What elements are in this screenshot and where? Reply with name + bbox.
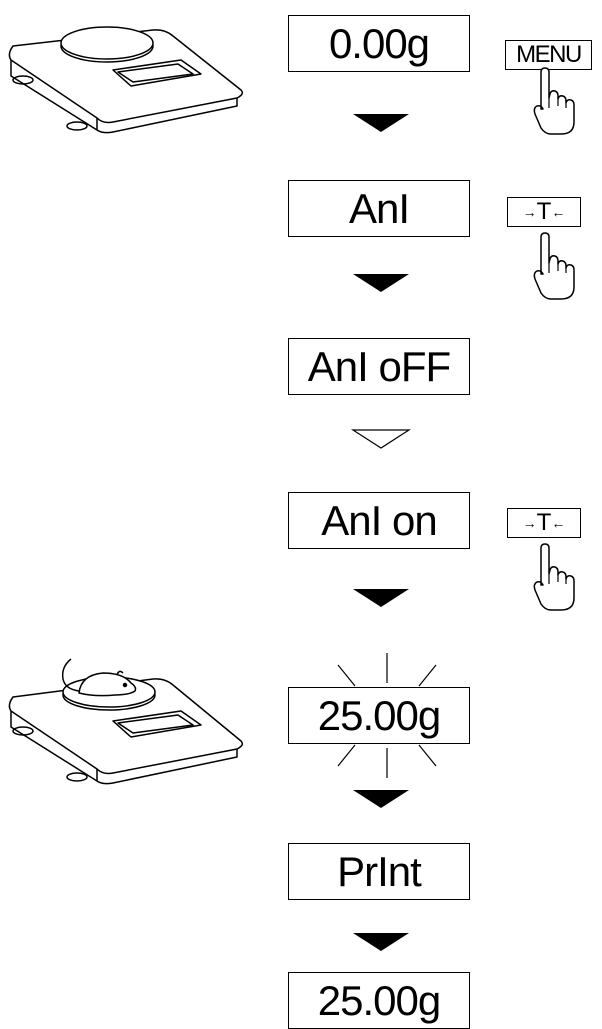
tare-key[interactable]: → T ← <box>507 197 581 227</box>
arrow-down-icon <box>353 790 409 808</box>
display-step-6: PrInt <box>288 843 470 900</box>
display-step-2: AnI <box>288 180 470 237</box>
tare-letter: T <box>536 509 552 536</box>
balance-with-mouse-icon <box>8 658 244 785</box>
balance-empty-icon <box>8 26 244 134</box>
arrow-down-icon <box>353 933 409 951</box>
arrow-down-icon <box>353 114 409 132</box>
arrow-down-icon <box>353 274 409 292</box>
menu-key-label: MENU <box>516 41 582 68</box>
tare-left-arrow-icon: → <box>522 515 537 531</box>
tare-key[interactable]: → T ← <box>507 508 581 538</box>
pointing-hand-icon <box>533 232 575 300</box>
tare-right-arrow-icon: ← <box>551 204 566 220</box>
arrow-down-icon <box>353 589 409 607</box>
display-step-3: AnI oFF <box>288 338 470 395</box>
arrow-down-outline-icon <box>350 429 412 449</box>
tare-left-arrow-icon: → <box>522 204 537 220</box>
display-step-7: 25.00g <box>288 972 470 1029</box>
tare-right-arrow-icon: ← <box>551 515 566 531</box>
display-step-5-blinking: 25.00g <box>288 687 470 744</box>
pointing-hand-icon <box>533 67 575 135</box>
pointing-hand-icon <box>533 543 575 611</box>
tare-letter: T <box>536 198 552 225</box>
menu-key[interactable]: MENU <box>505 40 592 70</box>
display-step-4: AnI on <box>288 492 470 549</box>
display-step-1: 0.00g <box>288 15 470 72</box>
